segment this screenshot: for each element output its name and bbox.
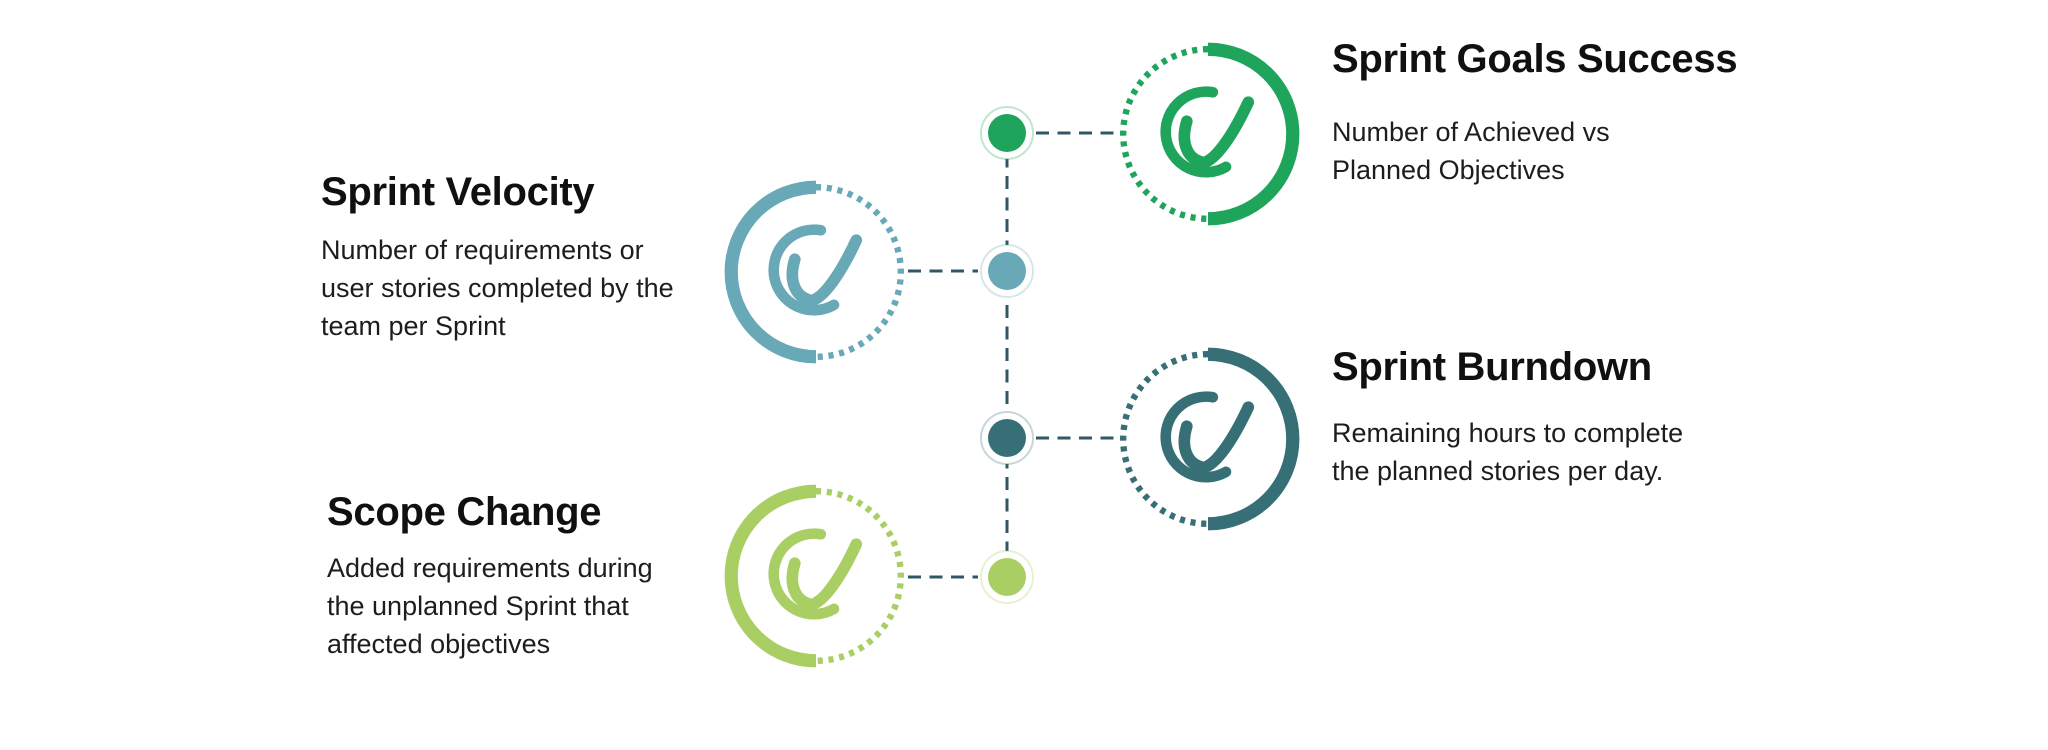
- metric-description-sprint-goals-success: Number of Achieved vs Planned Objectives: [1332, 117, 1610, 185]
- metric-title-sprint-velocity: Sprint Velocity: [321, 170, 595, 214]
- check-circle-icon: [1120, 347, 1300, 531]
- node-dot-sprint-burndown: [980, 411, 1034, 465]
- check-circle-icon: [724, 180, 904, 364]
- node-dot-scope-change: [980, 550, 1034, 604]
- metric-description-scope-change: Added requirements during the unplanned …: [327, 553, 653, 659]
- metric-description-sprint-velocity: Number of requirements or user stories c…: [321, 235, 674, 341]
- metric-sprint-burndown: Sprint Burndown Remaining hours to compl…: [1332, 344, 1812, 490]
- metric-description-sprint-burndown: Remaining hours to complete the planned …: [1332, 418, 1684, 486]
- metric-sprint-velocity: Sprint Velocity Number of requirements o…: [321, 169, 741, 345]
- metric-title-scope-change: Scope Change: [327, 490, 602, 534]
- metric-title-sprint-goals-success: Sprint Goals Success: [1332, 37, 1738, 81]
- node-dot-sprint-goals-success: [980, 106, 1034, 160]
- metric-title-sprint-burndown: Sprint Burndown: [1332, 345, 1652, 389]
- metric-sprint-goals-success: Sprint Goals Success Number of Achieved …: [1332, 36, 1812, 189]
- check-circle-icon: [1120, 42, 1300, 226]
- metric-scope-change: Scope Change Added requirements during t…: [327, 489, 747, 663]
- node-dot-sprint-velocity: [980, 244, 1034, 298]
- check-circle-icon: [724, 484, 904, 668]
